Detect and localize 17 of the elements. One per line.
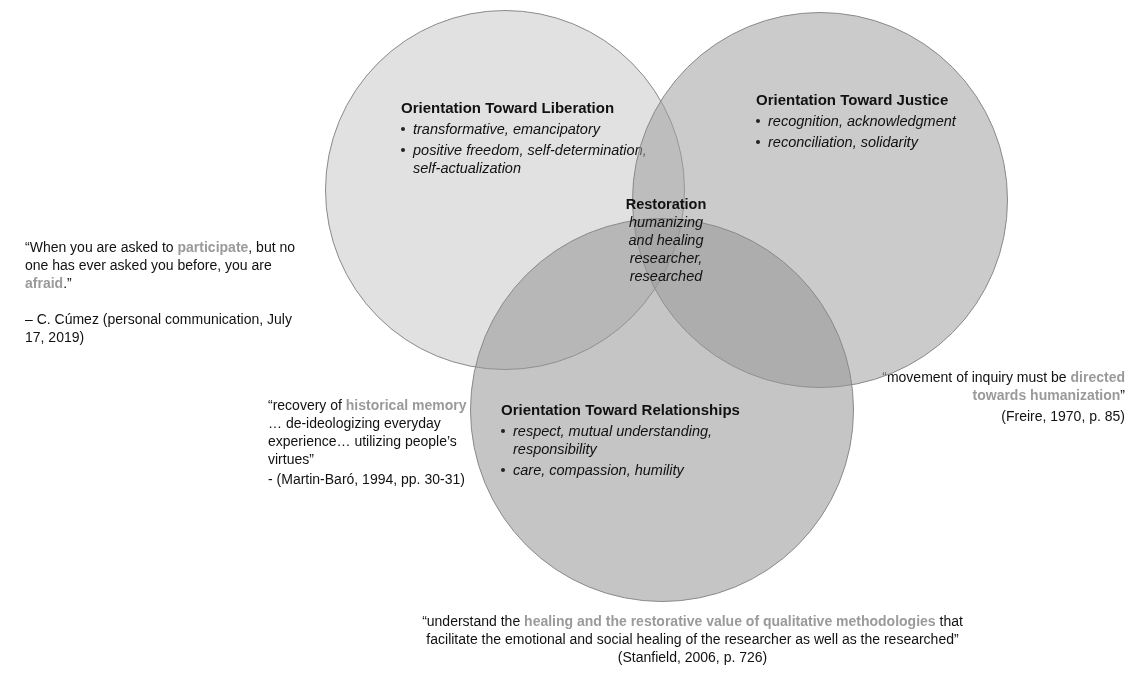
citation-text: - (Martin-Baró, 1994, pp. 30-31) xyxy=(268,470,466,488)
bullet-text: reconciliation, solidarity xyxy=(768,133,920,151)
circle-heading: Orientation Toward Justice xyxy=(756,91,950,108)
bullet-text: transformative, emancipatory xyxy=(413,120,602,138)
citation-text: (Freire, 1970, p. 85) xyxy=(1000,407,1125,425)
bullet-text: recognition, acknowledgment xyxy=(768,112,958,130)
overlap-heading: Restoration xyxy=(624,195,708,213)
overlap-text: humanizing and healing researcher, researched xyxy=(627,213,705,285)
circle-heading: Orientation Toward Liberation xyxy=(401,99,616,116)
quote-text: “movement of inquiry must be directed towards humanization” xyxy=(881,368,1125,404)
bullet-text: positive freedom, self-determination, self-actualization xyxy=(413,141,648,177)
circle-heading: Orientation Toward Relationships xyxy=(501,401,741,418)
quote-text: “When you are asked to participate, but no one has ever asked you before, you are afraid.” xyxy=(25,238,297,292)
quote-text: “recovery of historical memory … de-ideologizing everyday experience… utilizing people’s virtues” xyxy=(268,396,468,468)
citation-text: – C. Cúmez (personal communication, July 17, 2019) xyxy=(25,310,293,346)
bullet-text: care, compassion, humility xyxy=(513,461,686,479)
quote-text: “understand the healing and the restorative value of qualitative methodologies that facilitate the emotional and social healing of the researcher as well as the researched” (Stanfield, 2006, p. 726) xyxy=(421,612,964,666)
